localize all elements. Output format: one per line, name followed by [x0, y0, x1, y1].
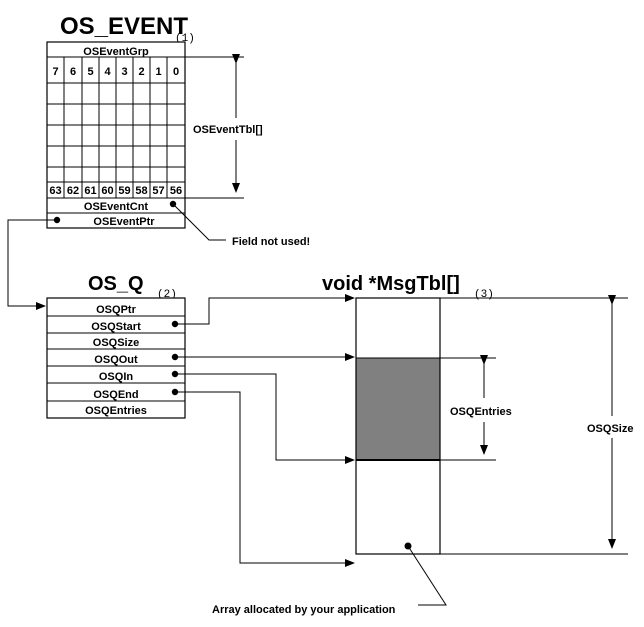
os-q-field-osqend: OSQEnd	[93, 389, 138, 401]
bit-label-bottom-60: 60	[101, 185, 113, 197]
msg-tbl-note-number: (3)	[474, 289, 494, 301]
osq-size-dimension: OSQSize	[440, 295, 633, 555]
bit-label-2: 2	[138, 66, 144, 78]
osqend-link	[175, 391, 355, 567]
osq-entries-dimension: OSQEntries	[440, 355, 512, 461]
bit-label-bottom-63: 63	[49, 185, 61, 197]
os-q-title: OS_Q	[88, 273, 144, 295]
bit-label-3: 3	[121, 66, 127, 78]
osqstart-link	[175, 294, 355, 325]
os-event-ptr-label: OSEventPtr	[93, 216, 155, 228]
os-event-tbl-label: OSEventTbl[]	[193, 124, 263, 136]
field-not-used-callout: Field not used!	[172, 203, 310, 248]
os-event-title: OS_EVENT	[60, 13, 188, 40]
bit-label-7: 7	[52, 66, 58, 78]
bit-label-bottom-59: 59	[118, 185, 130, 197]
bit-index-labels-bottom: 63 62 61 60 59 58 57 56	[49, 185, 182, 197]
os-q-field-osqsize: OSQSize	[93, 337, 139, 349]
bit-label-bottom-56: 56	[170, 185, 182, 197]
osq-size-label: OSQSize	[587, 423, 633, 435]
array-caption: Array allocated by your application	[212, 604, 396, 616]
bit-label-5: 5	[87, 66, 93, 78]
os-q-pointer-links	[175, 294, 355, 567]
os-event-grp-label: OSEventGrp	[83, 46, 149, 58]
bit-label-6: 6	[70, 66, 76, 78]
os-q-structure: OSQPtr OSQStart OSQSize OSQOut OSQIn OSQ…	[46, 297, 186, 419]
msg-tbl-used-entries	[356, 358, 440, 460]
msg-tbl-box	[355, 297, 441, 555]
os-event-tbl-grid	[47, 57, 185, 199]
os-event-cnt-label: OSEventCnt	[84, 201, 149, 213]
bit-label-bottom-58: 58	[135, 185, 147, 197]
bit-label-bottom-62: 62	[67, 185, 79, 197]
osqin-link	[175, 373, 355, 464]
os-event-ptr-link	[7, 219, 57, 310]
osq-entries-label: OSQEntries	[450, 406, 512, 418]
array-caption-callout: Array allocated by your application	[212, 545, 447, 616]
os-q-field-osqstart: OSQStart	[91, 321, 141, 333]
os-q-field-osqptr: OSQPtr	[96, 304, 136, 316]
msg-tbl-array	[355, 297, 441, 555]
bit-label-0: 0	[173, 66, 179, 78]
os-q-field-osqentries: OSQEntries	[85, 405, 147, 417]
field-not-used-label: Field not used!	[232, 236, 310, 248]
os-q-field-osqout: OSQOut	[94, 354, 138, 366]
os-event-tbl-dimension: OSEventTbl[]	[185, 54, 263, 199]
bit-label-bottom-61: 61	[84, 185, 96, 197]
bit-label-bottom-57: 57	[152, 185, 164, 197]
os-q-field-osqin: OSQIn	[99, 371, 134, 383]
bit-label-4: 4	[104, 66, 111, 78]
bit-label-1: 1	[155, 66, 161, 78]
msg-tbl-title: void *MsgTbl[]	[322, 273, 460, 295]
os-q-box	[46, 297, 186, 419]
